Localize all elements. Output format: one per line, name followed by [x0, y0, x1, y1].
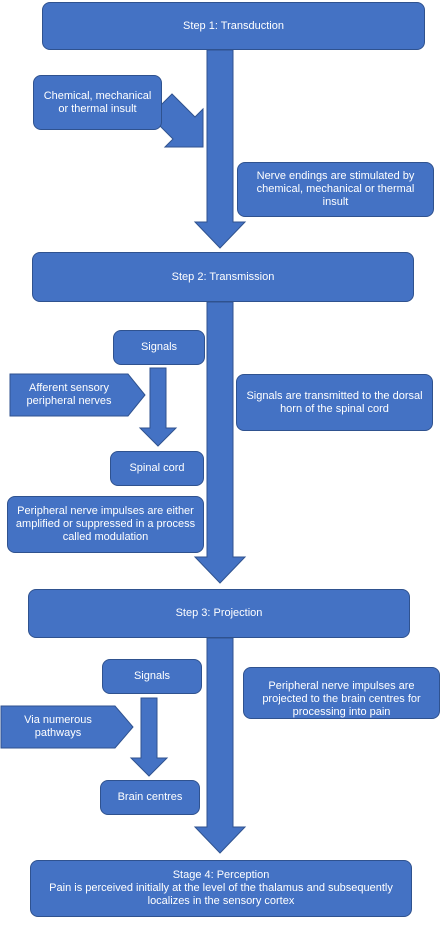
- signals-box-projection: Signals: [102, 659, 202, 694]
- pathways-label: Via numerous pathways: [24, 714, 92, 739]
- projected-box: Peripheral nerve impulses are projected …: [243, 667, 440, 719]
- signals-box-transmission: Signals: [113, 330, 205, 365]
- step3-box: Step 3: Projection: [28, 589, 410, 638]
- afferent-pentagon-arrow: [9, 373, 146, 417]
- signals-to-spinal-arrow: [138, 367, 178, 447]
- insult-box: Chemical, mechanical or thermal insult: [33, 75, 162, 130]
- pathways-pentagon-arrow: [0, 705, 134, 749]
- stage4-title: Stage 4: Perception: [172, 869, 270, 881]
- main-arrow-2: [193, 301, 247, 584]
- modulation-box: Peripheral nerve impulses are either amp…: [7, 496, 204, 553]
- stage4-box: Stage 4: Perception Pain is perceived in…: [30, 860, 412, 917]
- modulation-term: modulation: [94, 531, 149, 543]
- brain-centres-box: Brain centres: [100, 780, 200, 815]
- step2-box: Step 2: Transmission: [32, 252, 414, 302]
- spinal-cord-box: Spinal cord: [110, 451, 204, 486]
- afferent-nerves-label: Afferent sensory peripheral nerves: [26, 382, 112, 407]
- signals-to-brain-arrow: [129, 697, 169, 777]
- stage4-text: Pain is perceived initially at the level…: [49, 882, 393, 907]
- nerve-endings-box: Nerve endings are stimulated by chemical…: [237, 162, 434, 217]
- dorsal-horn-box: Signals are transmitted to the dorsal ho…: [236, 374, 433, 431]
- main-arrow-1: [193, 49, 247, 249]
- modulation-text: Peripheral nerve impulses are either amp…: [15, 505, 196, 543]
- main-arrow-3: [193, 637, 247, 854]
- step1-box: Step 1: Transduction: [42, 2, 425, 50]
